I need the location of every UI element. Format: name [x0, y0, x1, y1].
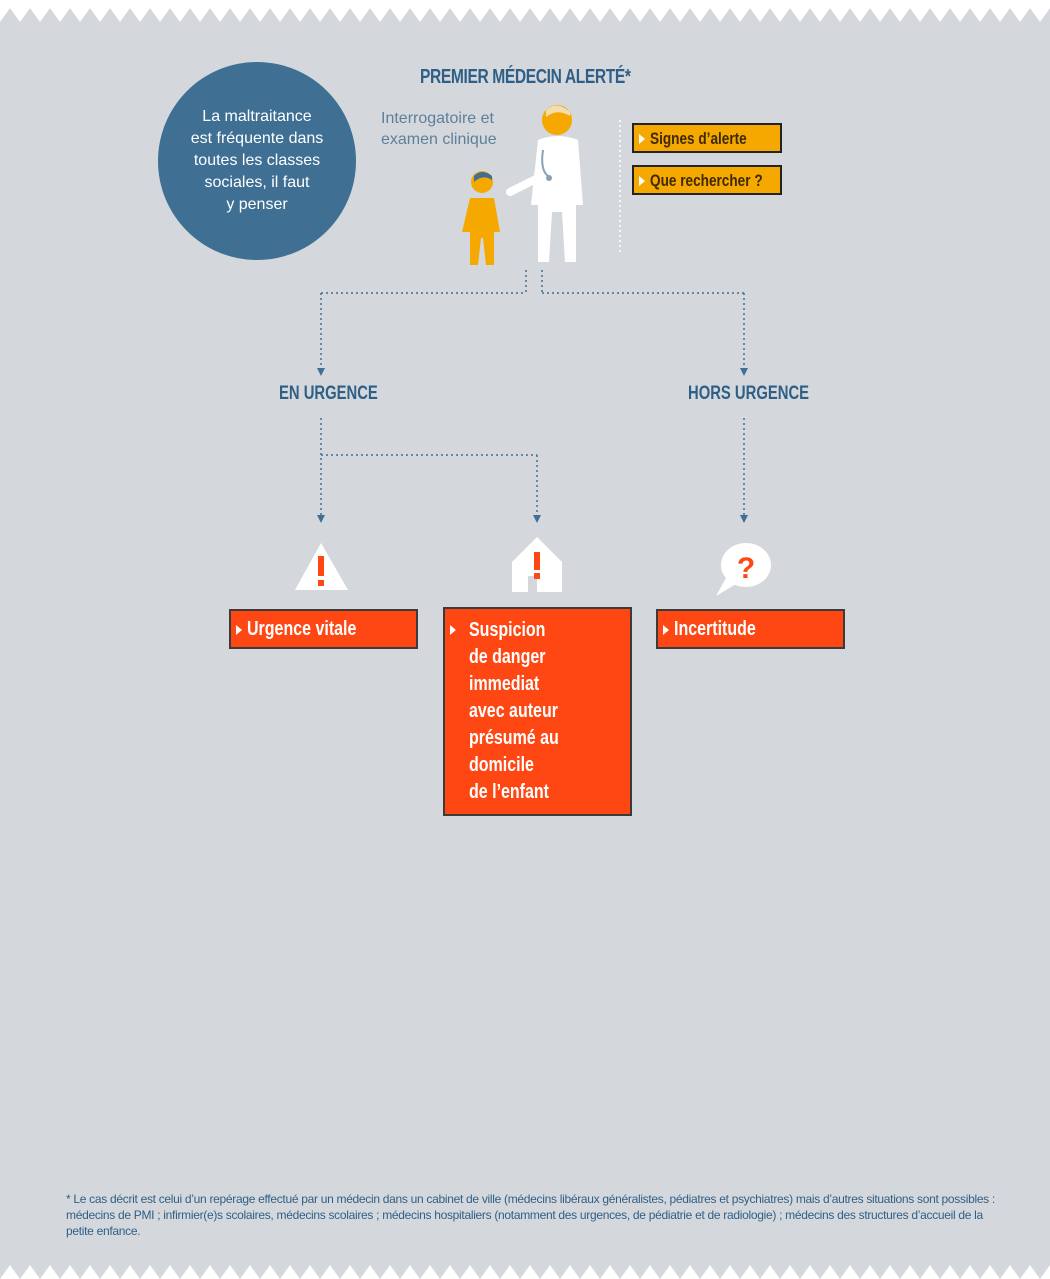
urgence-vitale-label: Urgence vitale [247, 618, 357, 640]
page-title: PREMIER MÉDECIN ALERTÉ* [420, 66, 631, 88]
que-rechercher-label: Que rechercher ? [650, 171, 763, 190]
question-bubble-icon: ? [716, 543, 771, 596]
exam-text: Interrogatoire et examen clinique [381, 110, 497, 148]
urgence-vitale-button[interactable]: Urgence vitale [229, 609, 418, 649]
arrow-right-icon [639, 176, 645, 186]
signes-alerte-label: Signes d’alerte [650, 129, 747, 148]
arrow-right-icon [450, 625, 456, 635]
house-alert-icon [512, 537, 562, 592]
child-icon [462, 171, 500, 265]
incertitude-button[interactable]: Incertitude [656, 609, 845, 649]
footnote: * Le cas décrit est celui d’un repérage … [66, 1192, 995, 1238]
flow-arrowheads [317, 368, 748, 523]
svg-text:?: ? [737, 552, 755, 585]
branch-hors-urgence: HORS URGENCE [688, 383, 810, 404]
signes-alerte-button[interactable]: Signes d’alerte [632, 123, 782, 153]
arrow-right-icon [236, 625, 242, 635]
que-rechercher-button[interactable]: Que rechercher ? [632, 165, 782, 195]
info-circle-text: La maltraitance est fréquente dans toute… [190, 108, 324, 213]
branch-en-urgence: EN URGENCE [279, 383, 378, 404]
arrow-right-icon [639, 134, 645, 144]
suspicion-danger-button[interactable]: Suspicion de danger immediat avec auteur… [443, 607, 632, 816]
doctor-icon [506, 105, 583, 262]
warning-triangle-icon [295, 543, 348, 590]
flow-connectors [320, 270, 745, 515]
incertitude-label: Incertitude [674, 618, 756, 640]
suspicion-danger-label: Suspicion de danger immediat avec auteur… [469, 619, 559, 803]
info-circle: La maltraitance est fréquente dans toute… [158, 62, 356, 260]
arrow-right-icon [663, 625, 669, 635]
